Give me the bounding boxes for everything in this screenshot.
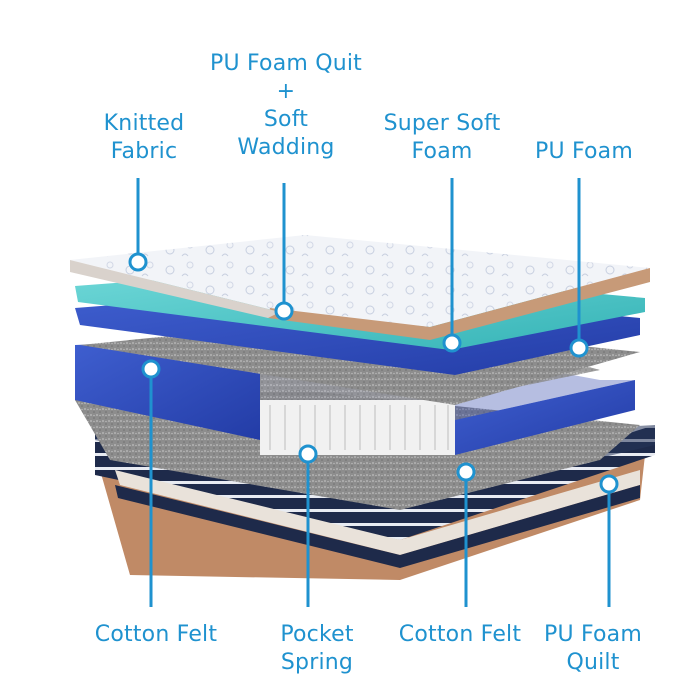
callout-dot-pocket-spring <box>298 444 318 464</box>
callout-dot-pu-foam-quilt <box>599 474 619 494</box>
label-line: Cotton Felt <box>398 622 522 647</box>
label-line: PU Foam Quit <box>210 51 362 76</box>
label-line: Wadding <box>237 135 335 160</box>
label-line: Pocket <box>280 622 354 647</box>
label-cotton-felt-right: Cotton Felt <box>390 621 530 649</box>
label-pu-foam-quit-soft-wadding: PU Foam Quit + Soft Wadding <box>200 50 372 162</box>
callout-dot-pu-foam-quit-wadding <box>274 301 294 321</box>
callout-dot-pu-foam <box>569 338 589 358</box>
label-line: Cotton Felt <box>94 622 218 647</box>
label-cotton-felt-left: Cotton Felt <box>86 621 226 649</box>
label-line: Spring <box>280 650 354 675</box>
label-line: Soft <box>263 107 309 132</box>
callout-dot-knitted-fabric <box>128 252 148 272</box>
callout-dot-super-soft-foam <box>442 333 462 353</box>
knitted-fabric-layer <box>70 235 650 340</box>
label-line: Foam <box>411 139 473 164</box>
callout-lines <box>136 178 611 607</box>
callout-dot-cotton-felt-right <box>456 462 476 482</box>
label-line: PU Foam <box>543 622 642 647</box>
label-pu-foam: PU Foam <box>522 138 646 166</box>
label-line: PU Foam <box>534 139 633 164</box>
label-line: Knitted <box>103 111 185 136</box>
callout-dots <box>128 252 619 494</box>
label-pu-foam-quilt: PU Foam Quilt <box>530 621 656 677</box>
label-line: Quilt <box>566 650 620 675</box>
label-pocket-spring: Pocket Spring <box>262 621 372 677</box>
label-line: Fabric <box>110 139 178 164</box>
label-line: Super Soft <box>383 111 501 136</box>
callout-dot-cotton-felt-left <box>141 359 161 379</box>
label-line: + <box>276 79 296 104</box>
label-knitted-fabric: Knitted Fabric <box>94 110 194 166</box>
label-super-soft-foam: Super Soft Foam <box>376 110 508 166</box>
